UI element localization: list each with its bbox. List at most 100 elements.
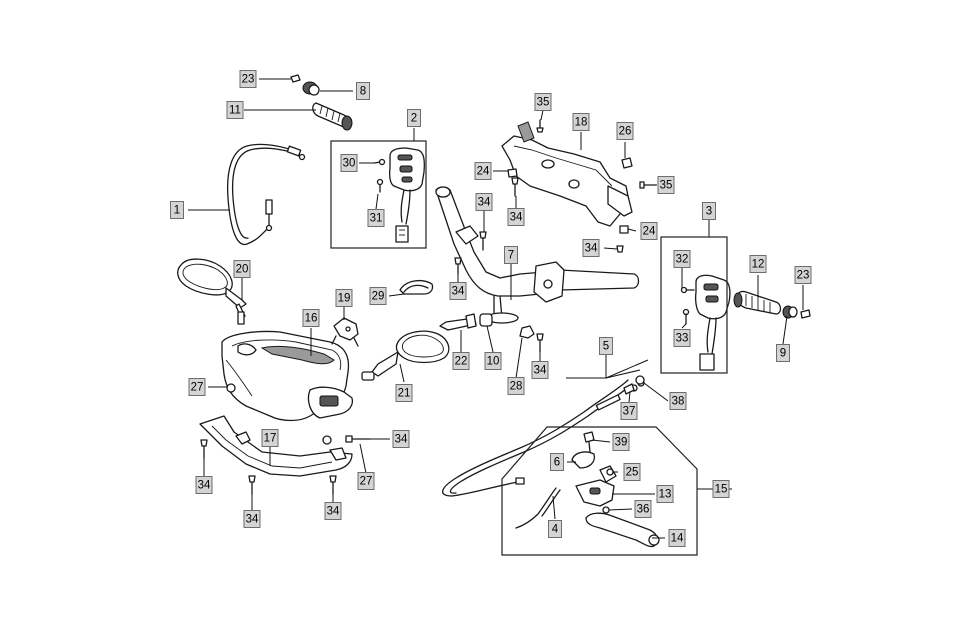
callout-number: 27	[191, 382, 204, 394]
callout-box	[657, 176, 675, 194]
brake-lever	[585, 512, 660, 548]
callout-number: 32	[676, 254, 689, 266]
callout-23: 23	[794, 266, 812, 284]
callout-number: 4	[552, 524, 559, 536]
reservoir-cap-6	[571, 451, 596, 469]
callout-38: 38	[669, 392, 687, 410]
screw-30	[373, 158, 386, 166]
callout-12: 12	[749, 255, 767, 273]
callout-box	[195, 476, 213, 494]
callout-17: 17	[261, 429, 279, 447]
callout-14: 14	[668, 529, 686, 547]
callout-30: 30	[340, 154, 358, 172]
nut-28	[519, 325, 535, 339]
callout-box	[356, 82, 370, 100]
callout-26: 26	[616, 122, 634, 140]
callout-number: 1	[174, 205, 180, 217]
callout-number: 34	[534, 365, 547, 377]
callout-39: 39	[612, 433, 630, 451]
callout-box	[712, 480, 730, 498]
callout-6: 6	[550, 453, 564, 471]
callout-box	[392, 430, 410, 448]
callout-35: 35	[657, 176, 675, 194]
callout-number: 15	[715, 484, 728, 496]
callout-box	[776, 344, 790, 362]
callout-34: 34	[507, 208, 525, 226]
bar-end-weight-right	[782, 305, 798, 319]
handlebar-tube	[435, 186, 640, 324]
callout-box	[794, 266, 812, 284]
callout-box	[668, 529, 686, 547]
callout-number: 34	[246, 514, 259, 526]
callout-number: 10	[487, 356, 500, 368]
left-grip	[312, 102, 353, 131]
callout-9: 9	[776, 344, 790, 362]
left-switch-box	[330, 140, 427, 249]
callout-number: 8	[360, 86, 366, 98]
callout-20: 20	[233, 260, 251, 278]
callout-28: 28	[507, 377, 525, 395]
screw-39	[583, 431, 595, 453]
callout-1: 1	[170, 201, 184, 219]
nut-27-left	[226, 383, 236, 393]
callout-number: 20	[236, 264, 249, 276]
callout-number: 2	[411, 113, 417, 125]
callout-box	[226, 101, 244, 119]
callout-box	[640, 222, 658, 240]
callout-number: 21	[398, 388, 411, 400]
callout-27: 27	[357, 472, 375, 490]
callout-box	[669, 392, 687, 410]
callout-number: 28	[510, 381, 523, 393]
callout-box	[582, 239, 600, 257]
callout-box	[702, 202, 716, 220]
callout-number: 34	[198, 480, 211, 492]
screw-34-lower-mid	[248, 475, 256, 495]
screw-34-lower-left	[200, 439, 208, 459]
callout-box	[243, 510, 261, 528]
callout-number: 23	[797, 270, 810, 282]
cable-band	[399, 279, 434, 295]
screw-34-bar-top	[479, 231, 487, 251]
screw-32	[680, 286, 695, 294]
right-switch-box	[660, 236, 728, 374]
callout-number: 34	[452, 286, 465, 298]
callout-3: 3	[702, 202, 716, 220]
callout-34: 34	[582, 239, 600, 257]
callout-11: 11	[226, 101, 244, 119]
screw-34-bar-left	[454, 257, 462, 275]
callout-29: 29	[369, 287, 387, 305]
callout-34: 34	[475, 193, 493, 211]
right-handlebar-switch	[694, 274, 731, 371]
callout-number: 18	[575, 117, 588, 129]
callout-box	[261, 429, 279, 447]
bar-end-weight	[302, 81, 320, 96]
callout-number: 33	[676, 333, 689, 345]
callout-35: 35	[534, 93, 552, 111]
callout-box	[749, 255, 767, 273]
throttle-cable	[226, 143, 306, 245]
callout-number: 38	[672, 396, 685, 408]
callout-number: 36	[637, 504, 650, 516]
callout-34: 34	[243, 510, 261, 528]
handlebar-front-cover	[221, 330, 354, 422]
left-mirror	[177, 258, 247, 325]
callout-box	[673, 329, 691, 347]
callout-box	[369, 287, 387, 305]
callout-number: 22	[455, 356, 468, 368]
callout-36: 36	[634, 500, 652, 518]
cover-bracket	[331, 317, 359, 347]
callout-box	[474, 162, 492, 180]
callout-8: 8	[356, 82, 370, 100]
callout-number: 34	[395, 434, 408, 446]
callout-box	[367, 209, 385, 227]
adjuster-37	[623, 383, 635, 395]
brake-hose-4	[515, 487, 561, 529]
callout-number: 24	[477, 166, 490, 178]
callout-34: 34	[449, 282, 467, 300]
screw-34-lower-right	[329, 475, 337, 495]
screw-25	[606, 468, 614, 476]
callout-2: 2	[407, 109, 421, 127]
callout-number: 16	[305, 313, 318, 325]
screw-35-right	[639, 181, 657, 189]
callout-box	[407, 109, 421, 127]
